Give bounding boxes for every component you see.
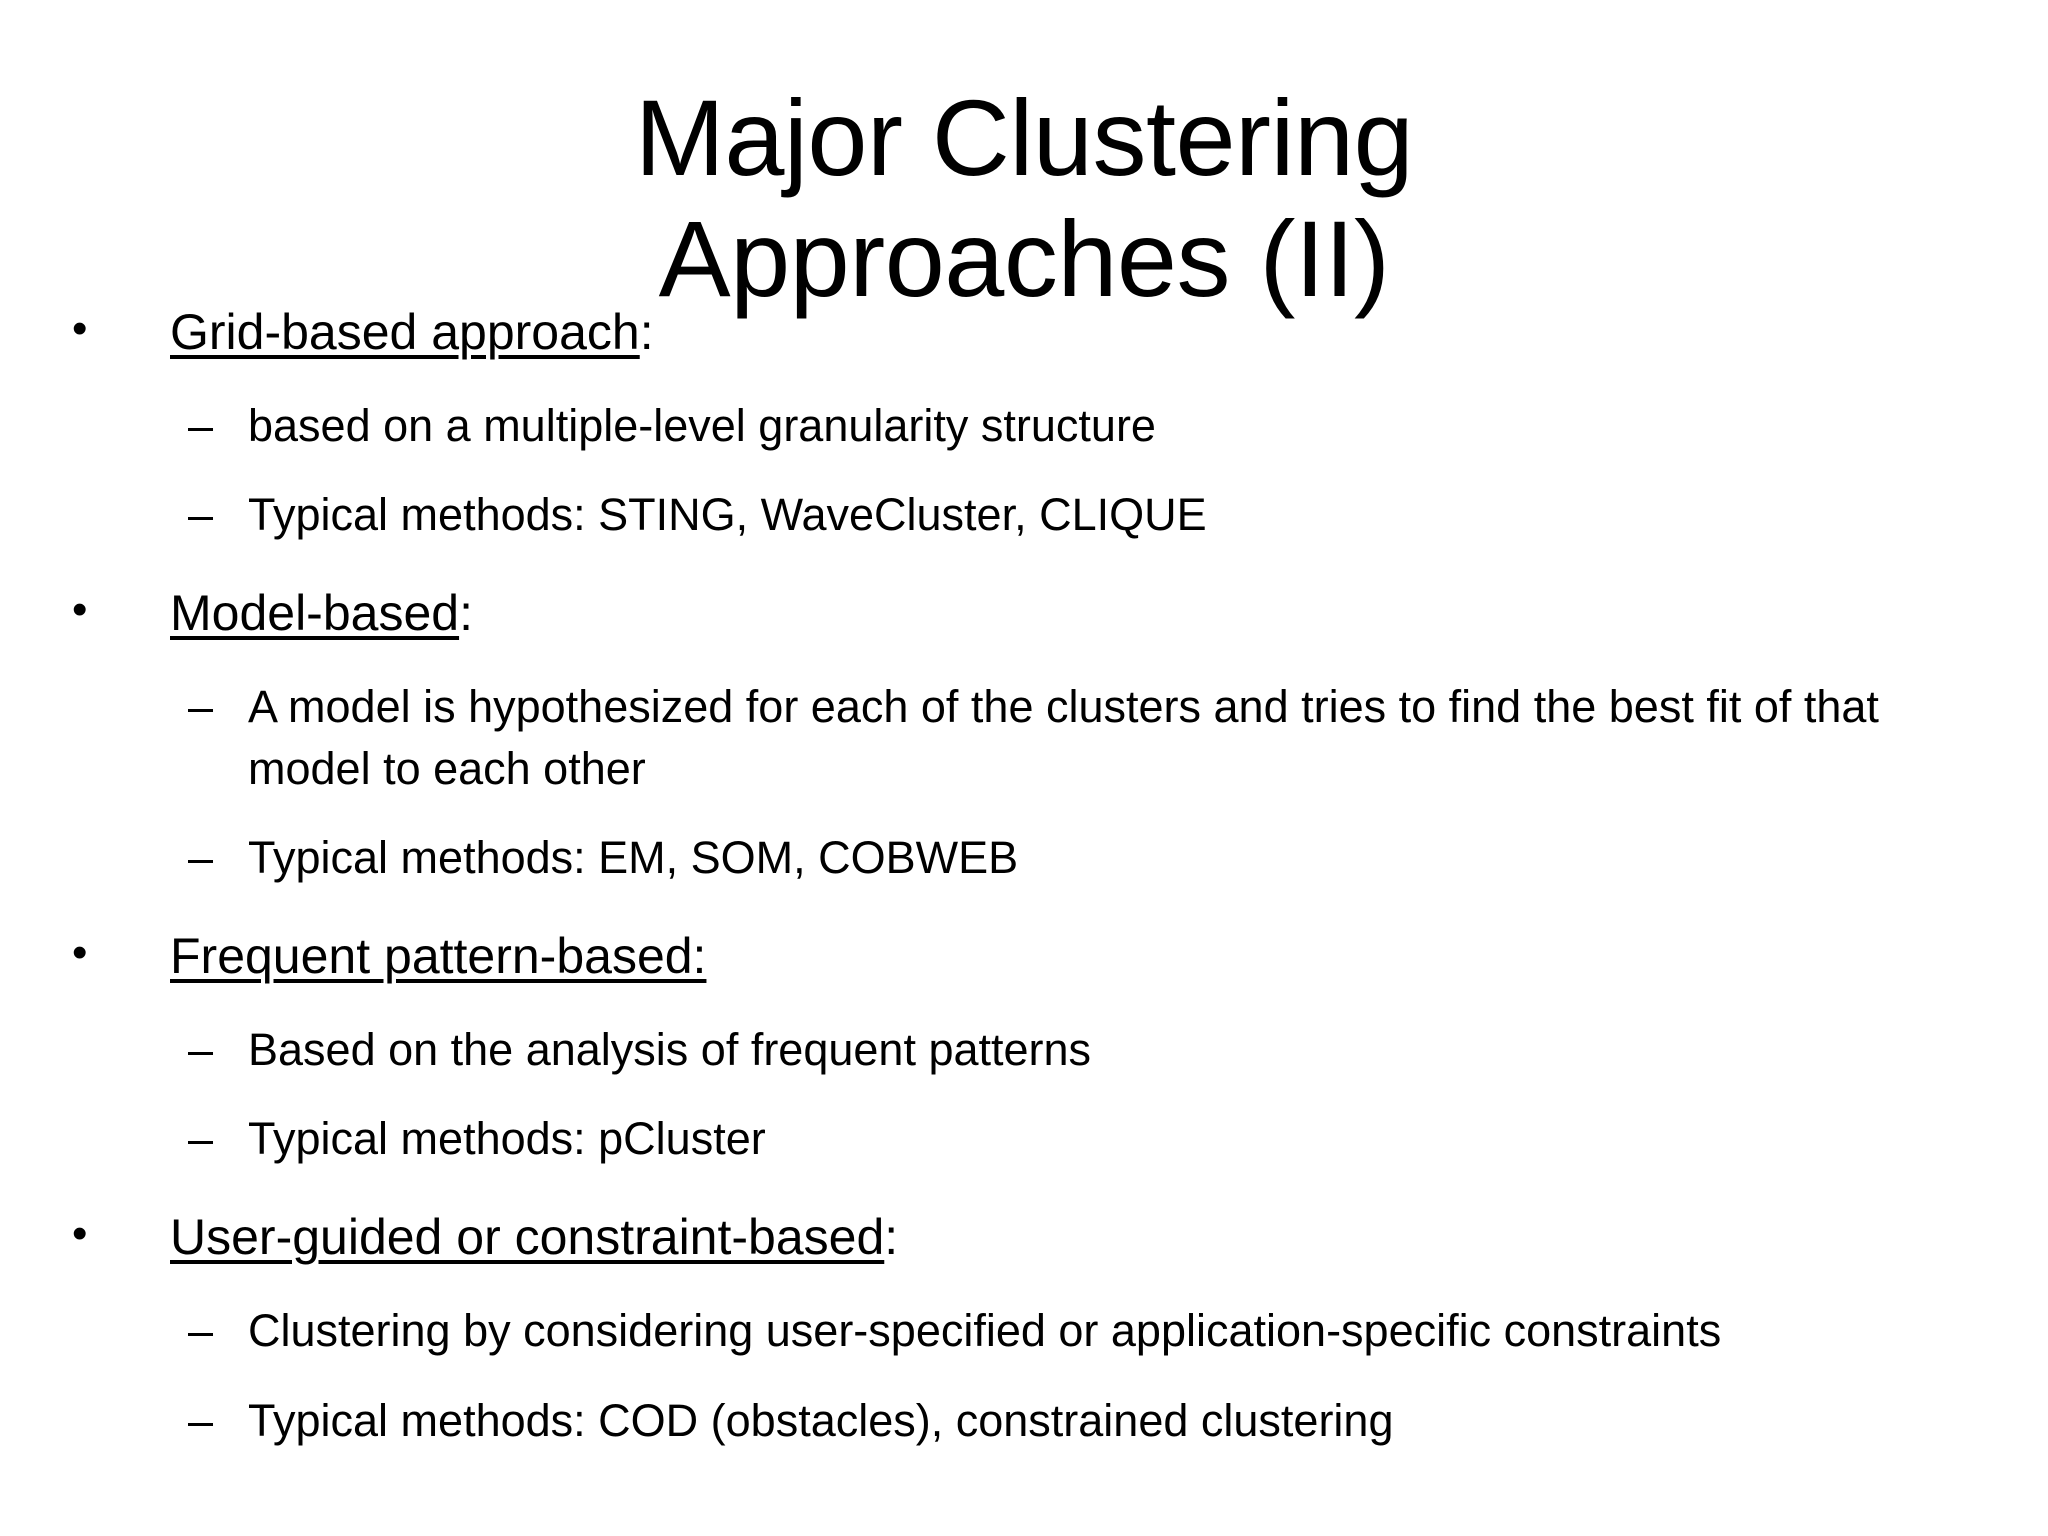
section-heading: User-guided or constraint-based — [170, 1209, 885, 1266]
sub-bullet-text: Clustering by considering user-specified… — [248, 1305, 1722, 1357]
dash-marker-icon: – — [188, 1394, 214, 1446]
section-heading: Model-based — [170, 585, 460, 642]
sub-bullet-text: A model is hypothesized for each of the … — [248, 681, 1879, 794]
sub-bullet-text: Typical methods: EM, SOM, COBWEB — [248, 831, 1019, 883]
sub-bullet-grid-1: – based on a multiple-level granularity … — [60, 395, 2008, 456]
sub-bullet-text: Typical methods: COD (obstacles), constr… — [248, 1394, 1394, 1446]
section-heading: Grid-based approach — [170, 304, 640, 360]
dash-marker-icon: – — [188, 1113, 214, 1165]
bullet-marker-icon: • — [72, 1209, 88, 1259]
section-heading-suffix: : — [884, 1209, 899, 1266]
bullet-text: Grid-based approach: — [170, 304, 654, 360]
sub-bullet-text: Based on the analysis of frequent patter… — [248, 1023, 1092, 1075]
spacer — [60, 799, 2008, 827]
bullet-marker-icon: • — [72, 927, 88, 977]
dash-marker-icon: – — [188, 681, 214, 733]
spacer — [60, 545, 2008, 581]
sub-bullet-text: Typical methods: STING, WaveCluster, CLI… — [248, 489, 1207, 541]
sub-bullet-userguided-1: – Clustering by considering user-specifi… — [60, 1300, 2008, 1361]
page-title: Major Clustering Approaches (II) — [634, 77, 1414, 320]
bullet-marker-icon: • — [72, 585, 88, 635]
dash-marker-icon: – — [188, 1023, 214, 1075]
spacer — [60, 991, 2008, 1019]
spacer — [60, 456, 2008, 484]
spacer — [60, 1169, 2008, 1205]
sub-bullet-text: Typical methods: pCluster — [248, 1113, 766, 1165]
section-heading-suffix: : — [459, 585, 473, 642]
sub-bullet-grid-2: – Typical methods: STING, WaveCluster, C… — [60, 484, 2008, 545]
bullet-text: User-guided or constraint-based: — [170, 1209, 898, 1265]
sub-bullet-frequent-2: – Typical methods: pCluster — [60, 1108, 2008, 1169]
sub-bullet-model-1: – A model is hypothesized for each of th… — [60, 676, 2008, 798]
spacer — [60, 367, 2008, 395]
section-heading-suffix: : — [639, 304, 654, 360]
spacer — [60, 1272, 2008, 1300]
slide-body: • Grid-based approach: – based on a mult… — [0, 300, 2048, 1451]
sub-bullet-frequent-1: – Based on the analysis of frequent patt… — [60, 1019, 2008, 1080]
bullet-frequent-pattern-based: • Frequent pattern-based: — [60, 924, 2008, 989]
bullet-grid-based: • Grid-based approach: — [60, 300, 2008, 365]
spacer — [60, 888, 2008, 924]
dash-marker-icon: – — [188, 1305, 214, 1357]
bullet-text: Frequent pattern-based: — [170, 928, 706, 984]
spacer — [60, 1080, 2008, 1108]
spacer — [60, 1362, 2008, 1390]
sub-bullet-model-2: – Typical methods: EM, SOM, COBWEB — [60, 827, 2008, 888]
sub-bullet-text: based on a multiple-level granularity st… — [248, 400, 1156, 451]
bullet-model-based: • Model-based: — [60, 581, 2008, 646]
bullet-marker-icon: • — [72, 304, 88, 353]
section-heading: Frequent pattern-based: — [170, 927, 707, 984]
bullet-text: Model-based: — [170, 585, 473, 641]
bullet-user-guided-constraint-based: • User-guided or constraint-based: — [60, 1205, 2008, 1270]
dash-marker-icon: – — [188, 400, 214, 451]
sub-bullet-userguided-2: – Typical methods: COD (obstacles), cons… — [60, 1390, 2008, 1451]
dash-marker-icon: – — [188, 831, 214, 883]
dash-marker-icon: – — [188, 489, 214, 541]
spacer — [60, 648, 2008, 676]
